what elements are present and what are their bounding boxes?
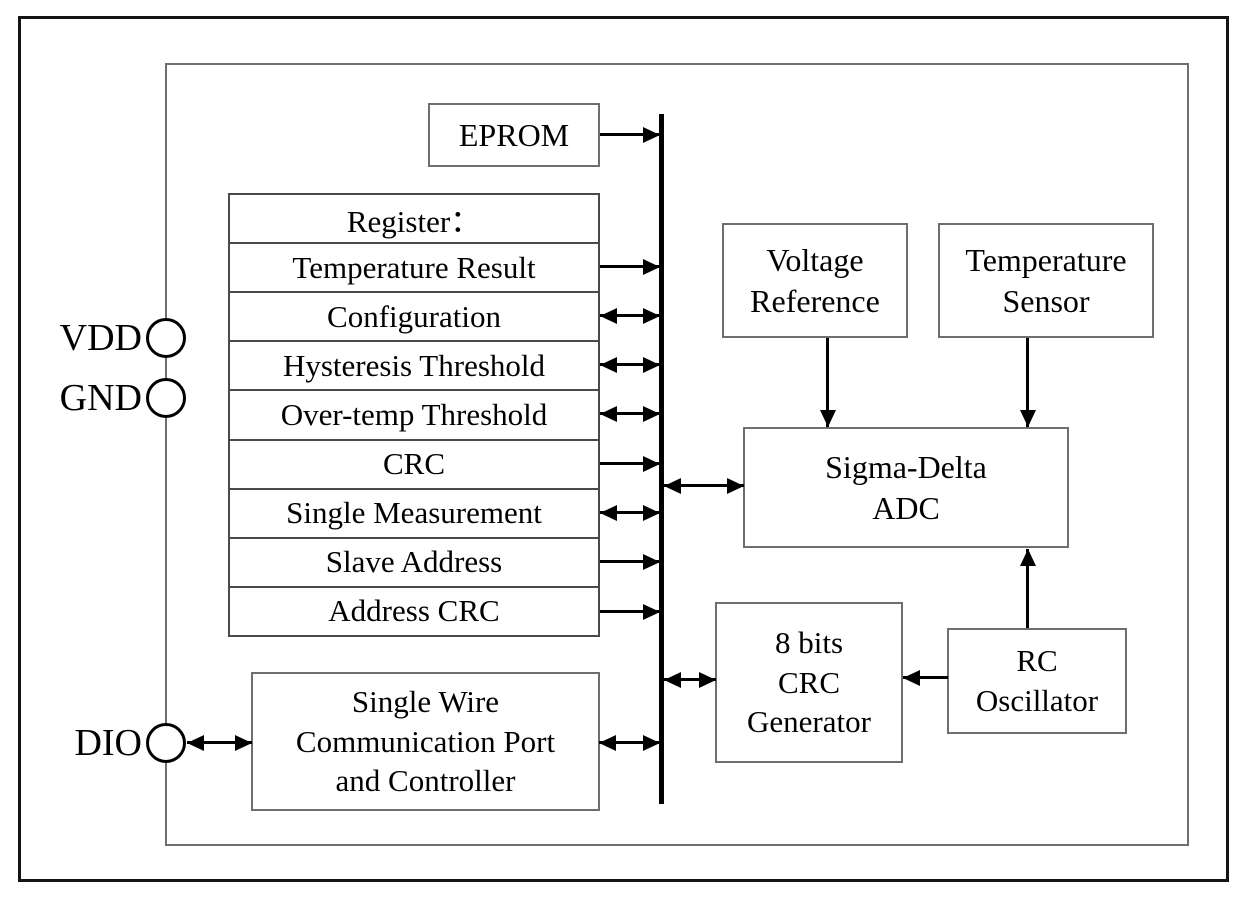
chip-boundary	[165, 63, 1189, 846]
register-row-single-measurement: Single Measurement	[230, 487, 598, 537]
register-row-temperature-result: Temperature Result	[230, 242, 598, 291]
arrowhead-right	[643, 356, 660, 373]
arrowhead-right	[643, 455, 660, 472]
eprom-block: EPROM	[428, 103, 600, 167]
voltage-reference-block: Voltage Reference	[722, 223, 908, 338]
dio-pin-circle	[146, 723, 186, 763]
register-row-configuration: Configuration	[230, 291, 598, 340]
arrowhead-right	[235, 734, 252, 751]
vdd-pin-label: VDD	[59, 317, 142, 359]
gnd-pin-circle	[146, 378, 186, 418]
arrowhead-down	[1019, 410, 1036, 427]
crc-generator-block: 8 bits CRC Generator	[715, 602, 903, 763]
vdd-pin-circle	[146, 318, 186, 358]
arrowhead-left	[599, 734, 616, 751]
arrow-single-wire-bus-bidirectional	[599, 734, 660, 751]
arrowhead-left	[600, 307, 617, 324]
voltage-reference-label-line2: Reference	[750, 282, 880, 319]
arrowhead-right	[643, 603, 660, 620]
outer-border	[18, 16, 1229, 882]
arrowhead-right	[643, 504, 660, 521]
arrowhead-left	[600, 405, 617, 422]
arrow-over-temp-bus-bidirectional	[600, 405, 660, 422]
arrow-single-measurement-bus-bidirectional	[600, 504, 660, 521]
register-row-hysteresis-threshold: Hysteresis Threshold	[230, 340, 598, 389]
arrowhead-right	[643, 307, 660, 324]
arrow-dio-single-wire-bidirectional	[187, 734, 252, 751]
arrowhead-right	[643, 258, 660, 275]
arrow-address-crc-to-bus	[600, 603, 660, 620]
arrowhead-right	[643, 553, 660, 570]
dio-pin-label: DIO	[74, 722, 142, 764]
arrowhead-left	[600, 504, 617, 521]
single-wire-label-line1: Single Wire	[351, 683, 500, 719]
arrow-temperature-sensor-to-adc	[1019, 338, 1036, 427]
sigma-delta-adc-block: Sigma-Delta ADC	[743, 427, 1069, 548]
register-row-address-crc: Address CRC	[230, 585, 598, 635]
single-wire-label-line3: and Controller	[335, 763, 516, 799]
arrow-temperature-result-to-bus	[600, 258, 660, 275]
arrowhead-right	[643, 734, 660, 751]
register-row-crc: CRC	[230, 438, 598, 488]
crc-generator-label-line2: CRC	[777, 664, 841, 700]
rc-oscillator-block: RC Oscillator	[947, 628, 1127, 734]
arrow-eprom-to-bus	[600, 126, 660, 143]
arrow-bus-adc-bidirectional	[664, 477, 744, 494]
arrowhead-left	[600, 356, 617, 373]
arrow-configuration-bus-bidirectional	[600, 307, 660, 324]
arrowhead-right	[643, 405, 660, 422]
arrowhead-left	[664, 477, 681, 494]
register-header: Register：	[346, 204, 482, 240]
crc-generator-label-line1: 8 bits	[774, 624, 844, 660]
adc-label-line2: ADC	[872, 489, 940, 526]
adc-label-line1: Sigma-Delta	[825, 448, 987, 485]
arrowhead-left	[187, 734, 204, 751]
arrowhead-right	[699, 671, 716, 688]
gnd-pin-label: GND	[59, 377, 142, 419]
temperature-sensor-label-line2: Sensor	[1002, 282, 1090, 319]
rc-oscillator-label-line2: Oscillator	[975, 683, 1099, 718]
arrowhead-right	[643, 126, 660, 143]
register-row-over-temp-threshold: Over-temp Threshold	[230, 389, 598, 438]
arrow-hysteresis-bus-bidirectional	[600, 356, 660, 373]
register-row-slave-address: Slave Address	[230, 536, 598, 586]
single-wire-port-block: Single Wire Communication Port and Contr…	[251, 672, 600, 811]
arrowhead-right	[727, 477, 744, 494]
arrow-crc-to-bus	[600, 455, 660, 472]
arrow-rc-oscillator-to-adc	[1019, 549, 1036, 628]
crc-generator-label-line3: Generator	[747, 704, 871, 740]
arrow-slave-address-to-bus	[600, 553, 660, 570]
temperature-sensor-label-line1: Temperature	[965, 241, 1127, 278]
rc-oscillator-label-line1: RC	[1016, 643, 1058, 679]
arrowhead-down	[819, 410, 836, 427]
arrowhead-up	[1019, 549, 1036, 566]
arrowhead-left	[664, 671, 681, 688]
internal-bus-line	[659, 114, 664, 804]
arrow-voltage-reference-to-adc	[819, 338, 836, 427]
temperature-sensor-block: Temperature Sensor	[938, 223, 1154, 338]
single-wire-label-line2: Communication Port	[295, 723, 556, 759]
arrowhead-left	[903, 669, 920, 686]
voltage-reference-label-line1: Voltage	[766, 241, 864, 278]
arrow-bus-crc-generator-bidirectional	[664, 671, 716, 688]
eprom-label: EPROM	[458, 116, 570, 153]
register-table: Register： Temperature Result Configurati…	[228, 193, 600, 637]
arrow-rc-oscillator-to-crc-generator	[903, 669, 948, 686]
